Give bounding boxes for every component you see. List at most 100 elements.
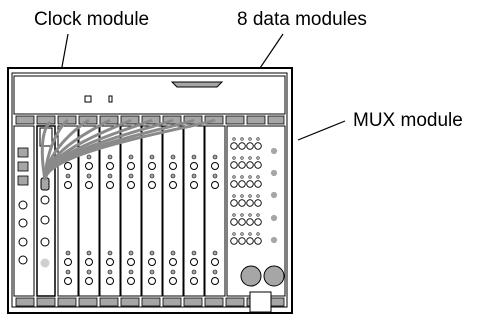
data-module-connector (169, 181, 177, 189)
data-module-led (65, 250, 71, 256)
top-rail-segment (36, 115, 56, 125)
data-module-led (212, 250, 218, 256)
mux-led (232, 175, 236, 179)
mux-led (256, 137, 260, 141)
mux-led (248, 156, 252, 160)
mux-status-led (270, 147, 278, 155)
data-module-connector (127, 258, 135, 266)
mux-led (240, 137, 244, 141)
mux-led (248, 213, 252, 217)
mux-led (256, 232, 260, 236)
mux-connector (238, 142, 246, 150)
mux-led (248, 175, 252, 179)
data-module-led (149, 250, 155, 256)
top-panel (13, 75, 286, 115)
mux-connector (254, 218, 262, 226)
data-module-led (107, 269, 113, 275)
data-module-connector (64, 162, 72, 170)
data-module-connector (211, 277, 219, 285)
mux-led (232, 232, 236, 236)
data-module-led (212, 154, 218, 160)
data-module-led (86, 269, 92, 275)
left-panel-connector (18, 218, 28, 228)
top-rail-segment (225, 115, 245, 125)
data-module-connector (106, 277, 114, 285)
data-module-connector (106, 181, 114, 189)
data-module-led (170, 250, 176, 256)
mux-status-led (270, 191, 278, 199)
bottom-rail-segment (204, 297, 224, 307)
data-module-connector (169, 162, 177, 170)
mux-status-led (270, 236, 278, 244)
data-module-led (170, 173, 176, 179)
mux-connector (230, 199, 238, 207)
mux-led (248, 232, 252, 236)
clock-module-card (36, 125, 56, 297)
data-module-connector (127, 162, 135, 170)
bottom-rail-segment (15, 297, 35, 307)
mux-module (226, 125, 286, 313)
data-module-connector (64, 277, 72, 285)
data-module-led (149, 173, 155, 179)
data-module-led (107, 250, 113, 256)
data-module-connector (211, 162, 219, 170)
data-module-connector (148, 277, 156, 285)
mux-connector (254, 142, 262, 150)
mux-connector (238, 161, 246, 169)
mux-connector (254, 237, 262, 245)
data-module-led (86, 154, 92, 160)
data-module-led (128, 173, 134, 179)
data-module-led (170, 154, 176, 160)
mux-led (240, 232, 244, 236)
clock-cable (43, 118, 216, 181)
mux-bottom-panel (249, 291, 272, 313)
left-panel-connector (18, 255, 28, 265)
top-rail-segment (267, 115, 285, 125)
mux-connector (230, 218, 238, 226)
mux-connector (246, 180, 254, 188)
mux-connector (238, 199, 246, 207)
mux-led (232, 156, 236, 160)
data-module-led (128, 269, 134, 275)
data-module-led (170, 269, 176, 275)
data-module-led (212, 173, 218, 179)
clock-cable (40, 120, 52, 181)
data-module-connector (190, 181, 198, 189)
mux-led (240, 175, 244, 179)
data-module-connector (148, 181, 156, 189)
data-module-connector (85, 258, 93, 266)
mux-port-large (240, 265, 262, 287)
left-panel-connector (18, 200, 28, 210)
bottom-rail-segment (120, 297, 140, 307)
data-module-connector (85, 162, 93, 170)
data-module-connector (211, 258, 219, 266)
data-module-card (99, 125, 121, 297)
data-module-led (65, 269, 71, 275)
mux-connector (246, 161, 254, 169)
data-module-connector (127, 277, 135, 285)
data-module-card (57, 125, 79, 297)
data-module-led (107, 154, 113, 160)
top-rail-segment (15, 115, 35, 125)
mux-led (248, 194, 252, 198)
data-module-connector (169, 258, 177, 266)
data-module-led (212, 269, 218, 275)
data-module-connector (106, 162, 114, 170)
mux-connector (246, 199, 254, 207)
data-module-led (191, 269, 197, 275)
mux-port-large (263, 265, 285, 287)
top-handle (170, 81, 224, 88)
clock-module-led (40, 258, 50, 268)
mux-led (232, 137, 236, 141)
mux-led (232, 194, 236, 198)
data-module-connector (169, 277, 177, 285)
mux-led (240, 194, 244, 198)
bottom-rail-segment (36, 297, 56, 307)
data-module-led (149, 154, 155, 160)
mux-connector (230, 142, 238, 150)
bottom-rail-segment (57, 297, 77, 307)
left-panel-connector (18, 237, 28, 247)
data-module-connector (190, 258, 198, 266)
mux-led (256, 156, 260, 160)
